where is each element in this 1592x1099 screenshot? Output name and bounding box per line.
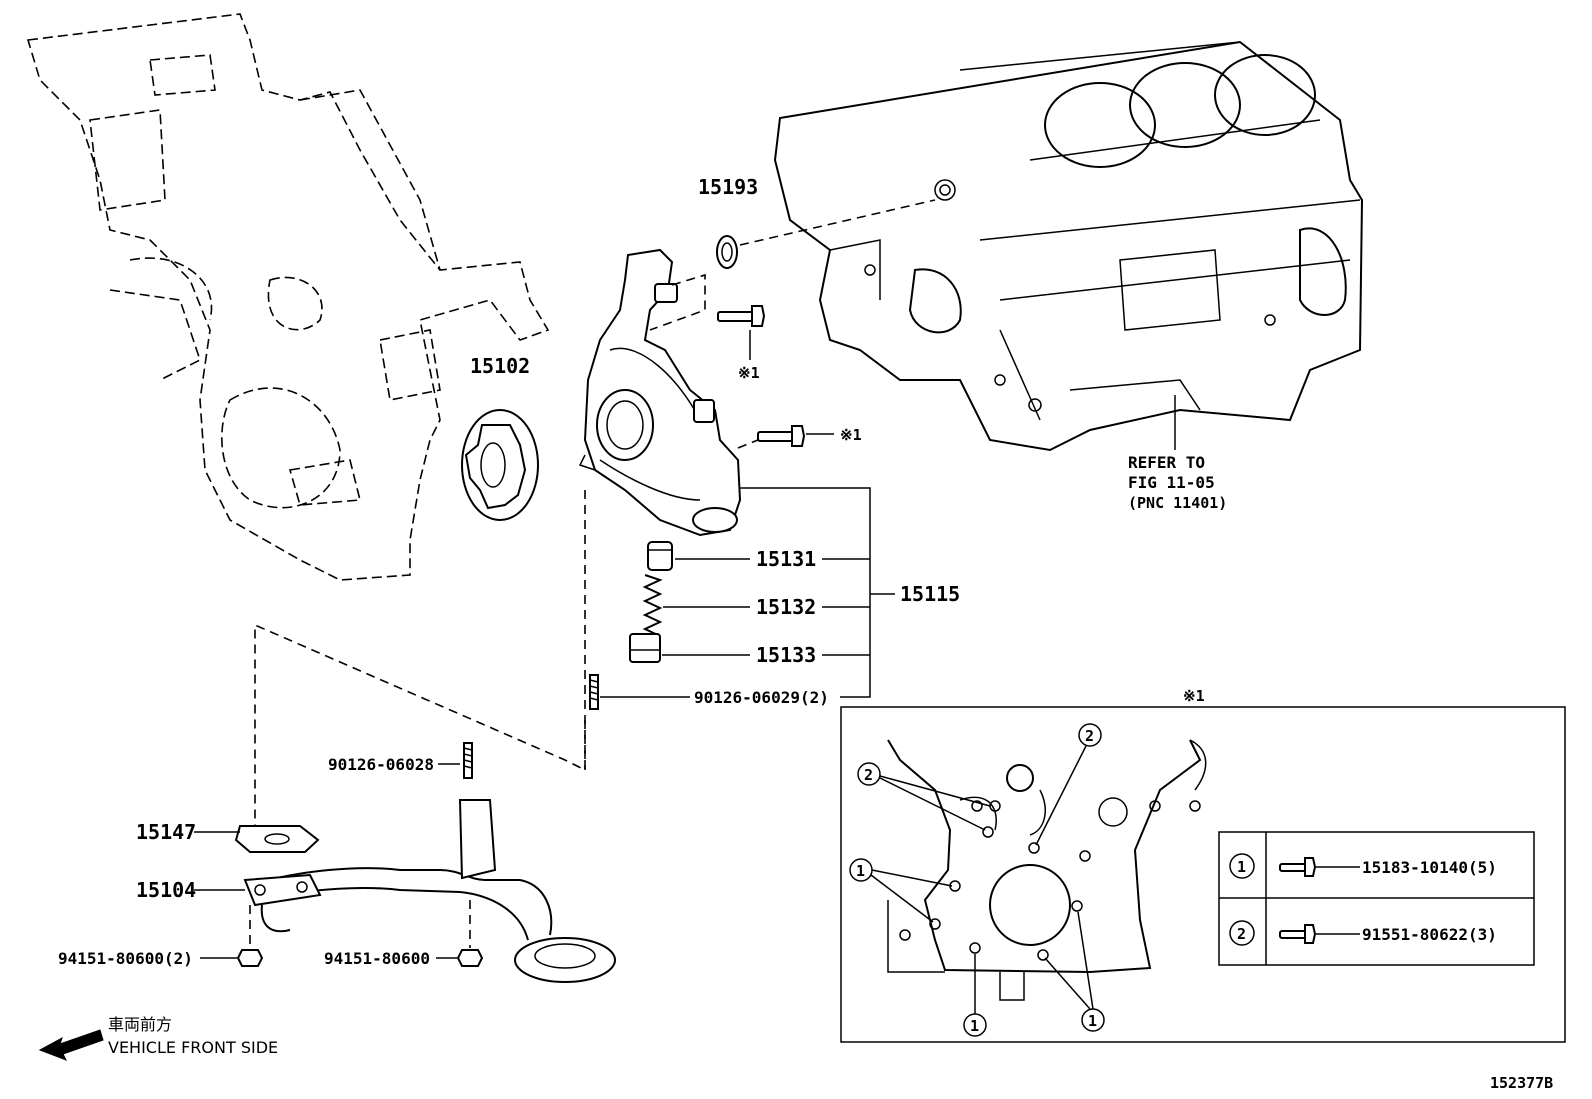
timing-cover-illustration <box>26 13 550 581</box>
bolt-icon <box>1279 857 1317 877</box>
direction-label-japanese: 車両前方 <box>108 1015 172 1034</box>
detail-cover-illustration <box>887 739 1207 1001</box>
legend-part-2: 91551-80622(3) <box>1362 925 1497 944</box>
figure-number: 152377B <box>1490 1074 1553 1092</box>
nut-94151-right <box>456 949 484 967</box>
part-label-15133: 15133 <box>756 643 816 667</box>
part-label-15193: 15193 <box>698 175 758 199</box>
detail-box <box>840 706 1566 1043</box>
part-label-15147: 15147 <box>136 820 196 844</box>
legend-mark-2: 2 <box>1237 925 1246 943</box>
bracket-15115 <box>740 487 871 698</box>
legend-part-1: 15183-10140(5) <box>1362 858 1497 877</box>
detail-legend-table <box>1218 831 1535 966</box>
mark-bolt-lower: ※1 <box>840 426 862 444</box>
svg-text:2: 2 <box>864 766 873 784</box>
part-label-15131: 15131 <box>756 547 816 571</box>
detail-callout-2-top: 2 <box>1035 723 1102 846</box>
pump-guide-line <box>649 273 706 331</box>
legend-mark-1: 1 <box>1237 858 1246 876</box>
bolt-lower-guide <box>737 439 759 449</box>
oil-strainer-15104 <box>243 799 616 983</box>
bolt-icon <box>1279 924 1317 944</box>
direction-label-english: VEHICLE FRONT SIDE <box>108 1038 278 1057</box>
relief-plug-15133 <box>629 633 661 663</box>
oil-seal-15193 <box>716 235 738 269</box>
svg-text:1: 1 <box>970 1017 979 1035</box>
stud-90126-06028 <box>463 742 473 779</box>
relief-valve-15131 <box>647 541 673 571</box>
relief-spring-15132 <box>642 574 663 637</box>
part-label-94151-80600-2: 94151-80600(2) <box>58 949 193 968</box>
detail-callout-1-bottom-left: 1 <box>963 954 987 1037</box>
legend-row-1: 1 15183-10140(5) <box>1229 853 1497 879</box>
part-label-90126-06029: 90126-06029(2) <box>694 688 829 707</box>
legend-row-2: 2 91551-80622(3) <box>1229 920 1497 946</box>
mark-bolt-upper: ※1 <box>738 364 760 382</box>
part-label-90126-06028: 90126-06028 <box>328 755 434 774</box>
seal-guide-line <box>739 199 936 246</box>
bolt-lower <box>757 425 806 447</box>
bolt-upper <box>717 305 766 327</box>
detail-callout-1-left: 1 <box>849 858 953 923</box>
svg-text:2: 2 <box>1085 727 1094 745</box>
detail-callout-2-left: 2 <box>857 762 991 831</box>
svg-text:1: 1 <box>1088 1012 1097 1030</box>
cylinder-block-illustration <box>773 40 1364 452</box>
gasket-15147 <box>234 825 320 853</box>
oil-pump-rotor-15102 <box>461 409 539 521</box>
part-label-15115: 15115 <box>900 582 960 606</box>
strainer-guide-line <box>254 490 586 830</box>
svg-text:1: 1 <box>856 862 865 880</box>
refer-text-line2: FIG 11-05 <box>1128 473 1215 492</box>
part-label-15102: 15102 <box>470 354 530 378</box>
oil-pump-body <box>578 248 742 537</box>
refer-text-line1: REFER TO <box>1128 453 1205 472</box>
stud-90126-06029 <box>589 674 599 710</box>
nut-94151-left <box>236 949 264 967</box>
refer-text-line3: (PNC 11401) <box>1128 494 1227 512</box>
part-label-94151-80600: 94151-80600 <box>324 949 430 968</box>
part-label-15132: 15132 <box>756 595 816 619</box>
detail-callout-1-bottom-right: 1 <box>1044 911 1105 1032</box>
part-label-15104: 15104 <box>136 878 196 902</box>
detail-title: ※1 <box>1183 687 1205 705</box>
front-direction-arrow <box>38 1029 104 1061</box>
